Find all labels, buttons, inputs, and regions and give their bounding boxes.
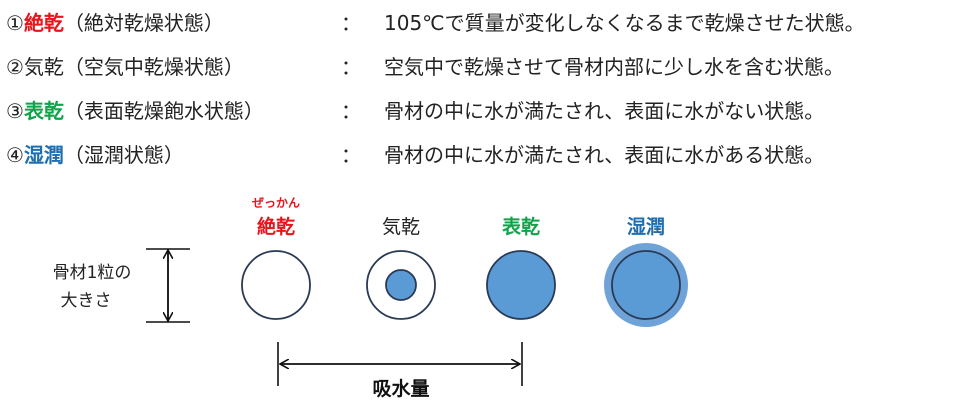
particle-zekkan <box>241 250 311 320</box>
definition-row-4: ④湿潤（湿潤状態） ： 骨材の中に水が満たされ、表面に水がある状態。 <box>6 140 956 170</box>
particle-hyokan <box>486 250 556 320</box>
definition-row-1: ①絶乾（絶対乾燥状態） ： 105℃で質量が変化しなくなるまで乾燥させた状態。 <box>6 8 956 38</box>
definition-colon: ： <box>341 99 361 123</box>
state-label-shitsujun: 湿潤 <box>627 215 665 238</box>
definition-text: 空気中で乾燥させて骨材内部に少し水を含む状態。 <box>384 55 844 79</box>
definition-text: 骨材の中に水が満たされ、表面に水がある状態。 <box>384 143 825 167</box>
definition-paren: （表面乾燥飽水状態） <box>63 99 264 123</box>
definition-row-3: ③表乾（表面乾燥飽水状態） ： 骨材の中に水が満たされ、表面に水がない状態。 <box>6 96 956 126</box>
definition-number: ③ <box>6 99 24 123</box>
definition-number: ④ <box>6 143 24 167</box>
definition-paren: （湿潤状態） <box>63 143 184 167</box>
state-label-kikan: 気乾 <box>382 216 420 238</box>
definition-text: 骨材の中に水が満たされ、表面に水がない状態。 <box>384 99 825 123</box>
definition-number: ① <box>6 11 24 35</box>
definition-paren: （絶対乾燥状態） <box>63 11 224 35</box>
definition-paren: （空気中乾燥状態） <box>63 55 244 79</box>
definition-colon: ： <box>341 55 361 79</box>
size-label-line2: 大きさ <box>61 291 112 311</box>
definition-term: 気乾 <box>23 55 64 79</box>
size-label-line1: 骨材1粒の <box>53 263 132 283</box>
definition-text: 105℃で質量が変化しなくなるまで乾燥させた状態。 <box>384 11 865 35</box>
absorption-label: 吸水量 <box>372 378 429 400</box>
definition-colon: ： <box>341 143 361 167</box>
particle-shitsujun <box>611 250 681 320</box>
state-label-hyokan: 表乾 <box>502 215 540 238</box>
definition-row-2: ②気乾（空気中乾燥状態） ： 空気中で乾燥させて骨材内部に少し水を含む状態。 <box>6 52 956 82</box>
definition-term: 表乾 <box>23 99 64 123</box>
particle-kikan-core <box>385 269 417 301</box>
definition-term: 絶乾 <box>23 11 64 35</box>
definition-colon: ： <box>341 11 361 35</box>
ruby-zekkan: ぜっかん <box>252 196 300 210</box>
definition-number: ② <box>6 55 24 79</box>
definition-term: 湿潤 <box>23 143 64 167</box>
state-label-zekkan: 絶乾 <box>257 215 295 238</box>
